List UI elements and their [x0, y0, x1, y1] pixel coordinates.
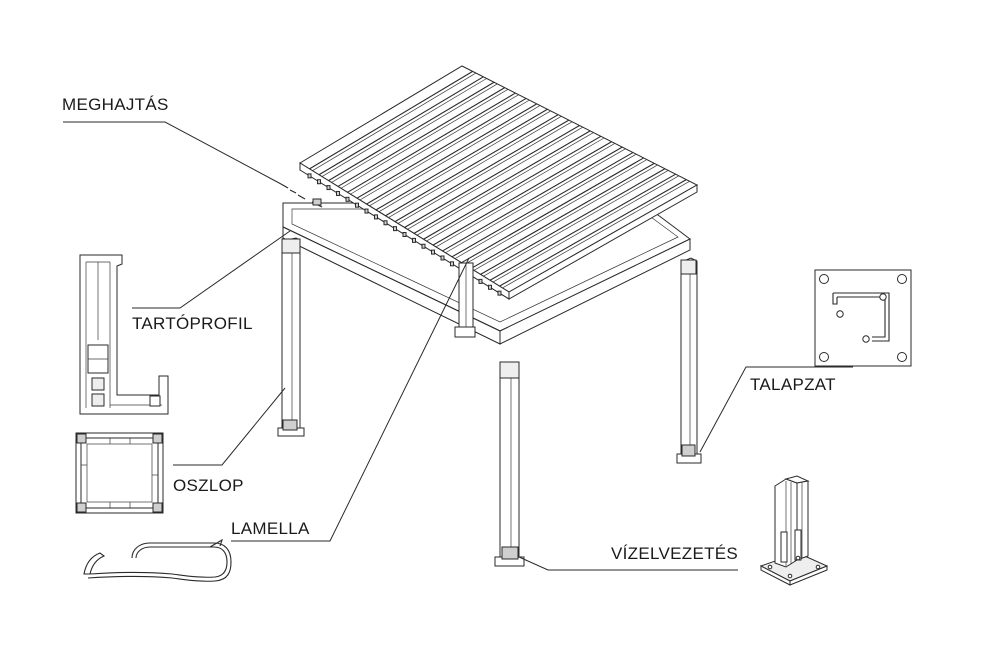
talapzat-plate [814, 269, 912, 367]
lamella-slat-edge [435, 143, 615, 248]
lamella-slat-edge [312, 72, 476, 171]
lamella-slat-line [489, 173, 676, 281]
lamella-slat-line [356, 97, 527, 199]
lamella-pivot [336, 190, 340, 196]
lamella-pivot [317, 179, 321, 185]
lamella-pivot [307, 173, 312, 179]
lamella-slat-line [499, 179, 687, 287]
lamella-slat-edge [445, 148, 626, 254]
lamella-pivot [383, 220, 388, 226]
lamella-slats [307, 70, 690, 296]
lamella-slat-edge [350, 94, 519, 195]
label-meghajtas: MEGHAJTÁS [62, 95, 169, 114]
lamella-slat-line [375, 108, 548, 211]
lamella-section [83, 538, 232, 582]
lamella-slat-line [309, 70, 473, 170]
lamella-slat-line [432, 141, 612, 246]
lamella-pivot [326, 185, 331, 191]
lamella-slat-edge [483, 170, 669, 277]
lamella-pivot [374, 214, 378, 220]
label-lamella: LAMELLA [231, 519, 310, 538]
lamella-slat-edge [502, 181, 690, 289]
post-right [676, 257, 702, 464]
lamella-pivot [355, 202, 359, 208]
lamella-slat-edge [321, 78, 487, 177]
lamella-slat-line [451, 152, 634, 258]
lamella-slat-edge [454, 154, 637, 259]
lamella-pivot [364, 208, 369, 214]
lamella-pivot [478, 278, 483, 284]
lamella-slat-line [442, 146, 623, 252]
lamella-slat-line [318, 76, 484, 176]
oszlop-section [75, 432, 164, 514]
lamella-slat-edge [492, 175, 679, 283]
lamella-pivot [440, 255, 445, 261]
label-vizelvezetes: VÍZELVEZETÉS [611, 544, 739, 563]
lamella-slat-line [404, 125, 580, 228]
lamella-slat-edge [426, 137, 605, 242]
lamella-slat-edge [331, 83, 498, 183]
lamella-slat-edge [340, 89, 508, 189]
lamella-slat-line [337, 87, 506, 187]
lamella-pivot [412, 237, 416, 243]
lamella-slat-edge [369, 105, 540, 207]
lamella-slat-line [413, 130, 591, 234]
lamella-slat-line [394, 119, 570, 223]
lamella-pivot [393, 226, 397, 232]
lamella-slat-line [328, 81, 495, 182]
lamella-slat-edge [397, 121, 572, 224]
lamella-slat-line [461, 157, 644, 264]
lamella-slat-edge [473, 164, 658, 271]
drive-marks [280, 183, 323, 208]
lamella-pivot [450, 261, 454, 267]
label-talapzat: TALAPZAT [750, 375, 836, 394]
lamella-slat-line [385, 114, 559, 217]
lamella-slat-line [366, 103, 538, 205]
lamella-slat-line [470, 162, 655, 270]
lamella-slat-edge [388, 116, 562, 218]
lamella-slat-line [423, 135, 602, 240]
post-front [494, 361, 525, 567]
lamella-slat-line [480, 168, 666, 275]
label-tartoprofil: TARTÓPROFIL [132, 314, 253, 333]
lamella-pivot [488, 284, 492, 290]
lamella-slat-edge [378, 110, 551, 213]
vizelvezetes-detail [759, 475, 829, 586]
post-left [277, 237, 305, 437]
leader-lines [63, 121, 853, 571]
lamella-slat-edge [407, 126, 583, 230]
lamella-pivot [421, 243, 426, 249]
lamella-slat-edge [416, 132, 594, 236]
lamella-slat-line [347, 92, 516, 193]
lamella-pivot [402, 232, 407, 237]
lamella-slat-edge [464, 159, 647, 265]
lamella-pivot [431, 249, 435, 255]
lamella-pivot [497, 290, 502, 296]
lamella-roof-drawing [299, 65, 699, 300]
label-oszlop: OSZLOP [173, 476, 244, 495]
lamella-pivot [345, 196, 350, 202]
tartoprofil-section [79, 254, 169, 415]
lamella-slat-edge [359, 99, 530, 201]
